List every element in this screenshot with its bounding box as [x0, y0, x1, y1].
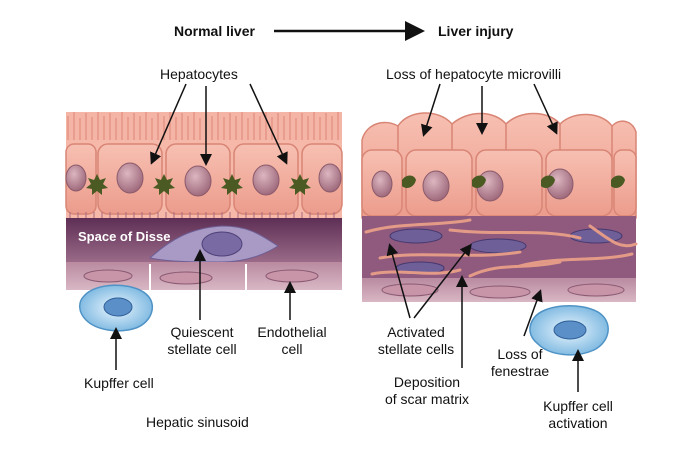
normal-liver-illustration [65, 112, 343, 332]
endothelial-label: Endothelial cell [252, 324, 332, 358]
endothelial-line-1: Endothelial [257, 324, 327, 340]
space-of-disse-label: Space of Disse [78, 229, 171, 244]
kupffer-activation-line-2: activation [548, 415, 608, 431]
hepatic-sinusoid-label: Hepatic sinusoid [146, 414, 249, 430]
kupffer-activation-line-1: Kupffer cell [543, 398, 613, 414]
endothelial-line-2: cell [281, 341, 303, 357]
quiescent-line-2: stellate cell [167, 341, 237, 357]
kupffer-activation-label: Kupffer cell activation [528, 398, 628, 432]
injured-liver-illustration [361, 112, 638, 356]
leader-arrows [110, 83, 584, 392]
hepatocytes-label: Hepatocytes [160, 66, 238, 82]
activated-line-1: Activated [387, 324, 445, 340]
activated-line-2: stellate cells [377, 341, 455, 357]
normal-liver-heading: Normal liver [174, 23, 255, 39]
kupffer-cell-label: Kupffer cell [84, 375, 154, 391]
scar-matrix-label: Deposition of scar matrix [372, 374, 482, 408]
loss-of-fenestrae-label: Loss of fenestrae [480, 346, 560, 380]
activated-stellate-label: Activated stellate cells [368, 324, 464, 358]
fenestrae-line-1: Loss of [497, 346, 543, 362]
deposition-line-2: of scar matrix [384, 391, 469, 407]
microvilli-loss-label: Loss of hepatocyte microvilli [386, 66, 562, 82]
quiescent-line-1: Quiescent [170, 324, 234, 340]
deposition-line-1: Deposition [393, 374, 461, 390]
liver-injury-heading: Liver injury [438, 23, 514, 39]
fenestrae-line-2: fenestrae [490, 363, 550, 379]
quiescent-stellate-label: Quiescent stellate cell [162, 324, 242, 358]
